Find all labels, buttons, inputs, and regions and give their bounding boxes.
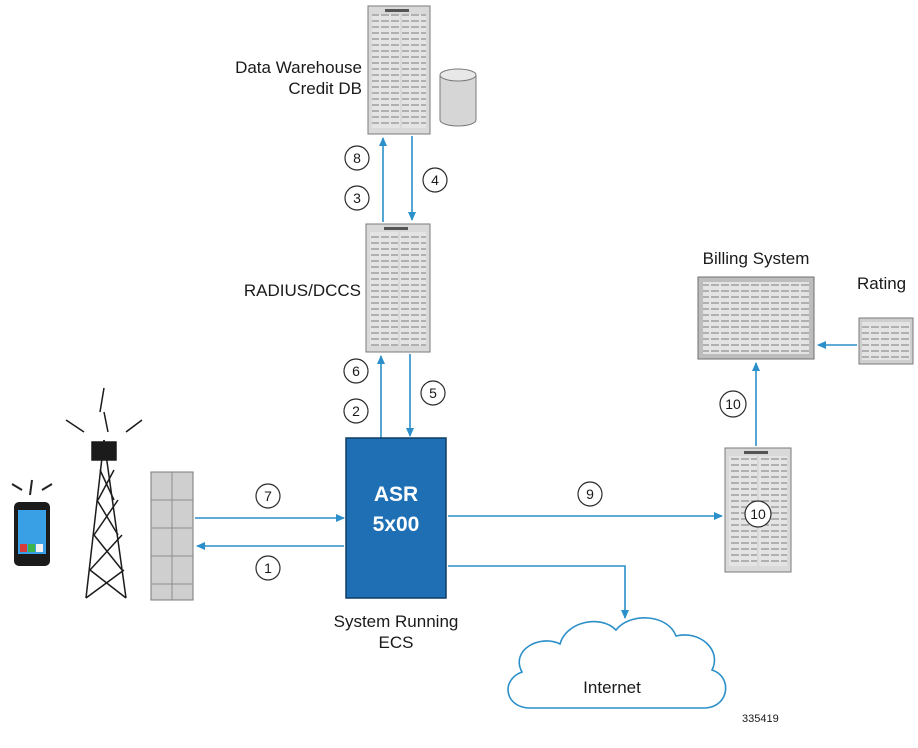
svg-text:9: 9 bbox=[586, 486, 594, 502]
step-10-server-marker: 10 bbox=[744, 500, 772, 528]
step-1-marker: 1 bbox=[255, 555, 281, 581]
rating-label: Rating bbox=[857, 274, 906, 293]
internet-cloud-icon bbox=[507, 617, 727, 709]
credit-db-label: Credit DB bbox=[288, 79, 362, 98]
rating-server-icon bbox=[858, 317, 914, 365]
asr-label-line1: ASR bbox=[374, 483, 418, 506]
system-running-label: System Running bbox=[334, 612, 459, 631]
billing-system-icon bbox=[697, 276, 815, 360]
credit-db-cylinder-icon bbox=[439, 68, 477, 127]
svg-text:8: 8 bbox=[353, 150, 361, 166]
svg-text:10: 10 bbox=[750, 506, 766, 522]
svg-text:2: 2 bbox=[352, 403, 360, 419]
svg-text:1: 1 bbox=[264, 560, 272, 576]
step-6-marker: 6 bbox=[343, 358, 369, 384]
svg-text:4: 4 bbox=[431, 172, 439, 188]
svg-text:10: 10 bbox=[725, 396, 741, 412]
svg-text:3: 3 bbox=[353, 190, 361, 206]
ecs-label: ECS bbox=[379, 633, 414, 652]
svg-text:6: 6 bbox=[352, 363, 360, 379]
arrow-asr-to-internet bbox=[448, 565, 629, 619]
radius-server-icon bbox=[365, 223, 431, 353]
asr-label-line2: 5x00 bbox=[373, 513, 420, 536]
asr-5x00-box: ASR 5x00 bbox=[345, 437, 447, 599]
billing-system-label: Billing System bbox=[703, 249, 810, 268]
svg-text:7: 7 bbox=[264, 488, 272, 504]
step-10-marker: 10 bbox=[719, 390, 747, 418]
step-2-marker: 2 bbox=[343, 398, 369, 424]
billing-server-icon bbox=[724, 447, 792, 573]
data-warehouse-label: Data Warehouse bbox=[235, 58, 362, 77]
step-8-marker: 8 bbox=[344, 145, 370, 171]
data-warehouse-server-icon bbox=[367, 5, 431, 135]
cell-tower-icon bbox=[65, 387, 143, 599]
step-7-marker: 7 bbox=[255, 483, 281, 509]
step-9-marker: 9 bbox=[577, 481, 603, 507]
radius-label: RADIUS/DCCS bbox=[244, 281, 361, 300]
step-3-marker: 3 bbox=[344, 185, 370, 211]
internet-label: Internet bbox=[583, 678, 641, 697]
base-station-rack-icon bbox=[150, 471, 194, 601]
svg-text:5: 5 bbox=[429, 385, 437, 401]
figure-id: 335419 bbox=[742, 713, 779, 725]
step-4-marker: 4 bbox=[422, 167, 448, 193]
step-5-marker: 5 bbox=[420, 380, 446, 406]
mobile-phone-icon bbox=[11, 479, 53, 566]
